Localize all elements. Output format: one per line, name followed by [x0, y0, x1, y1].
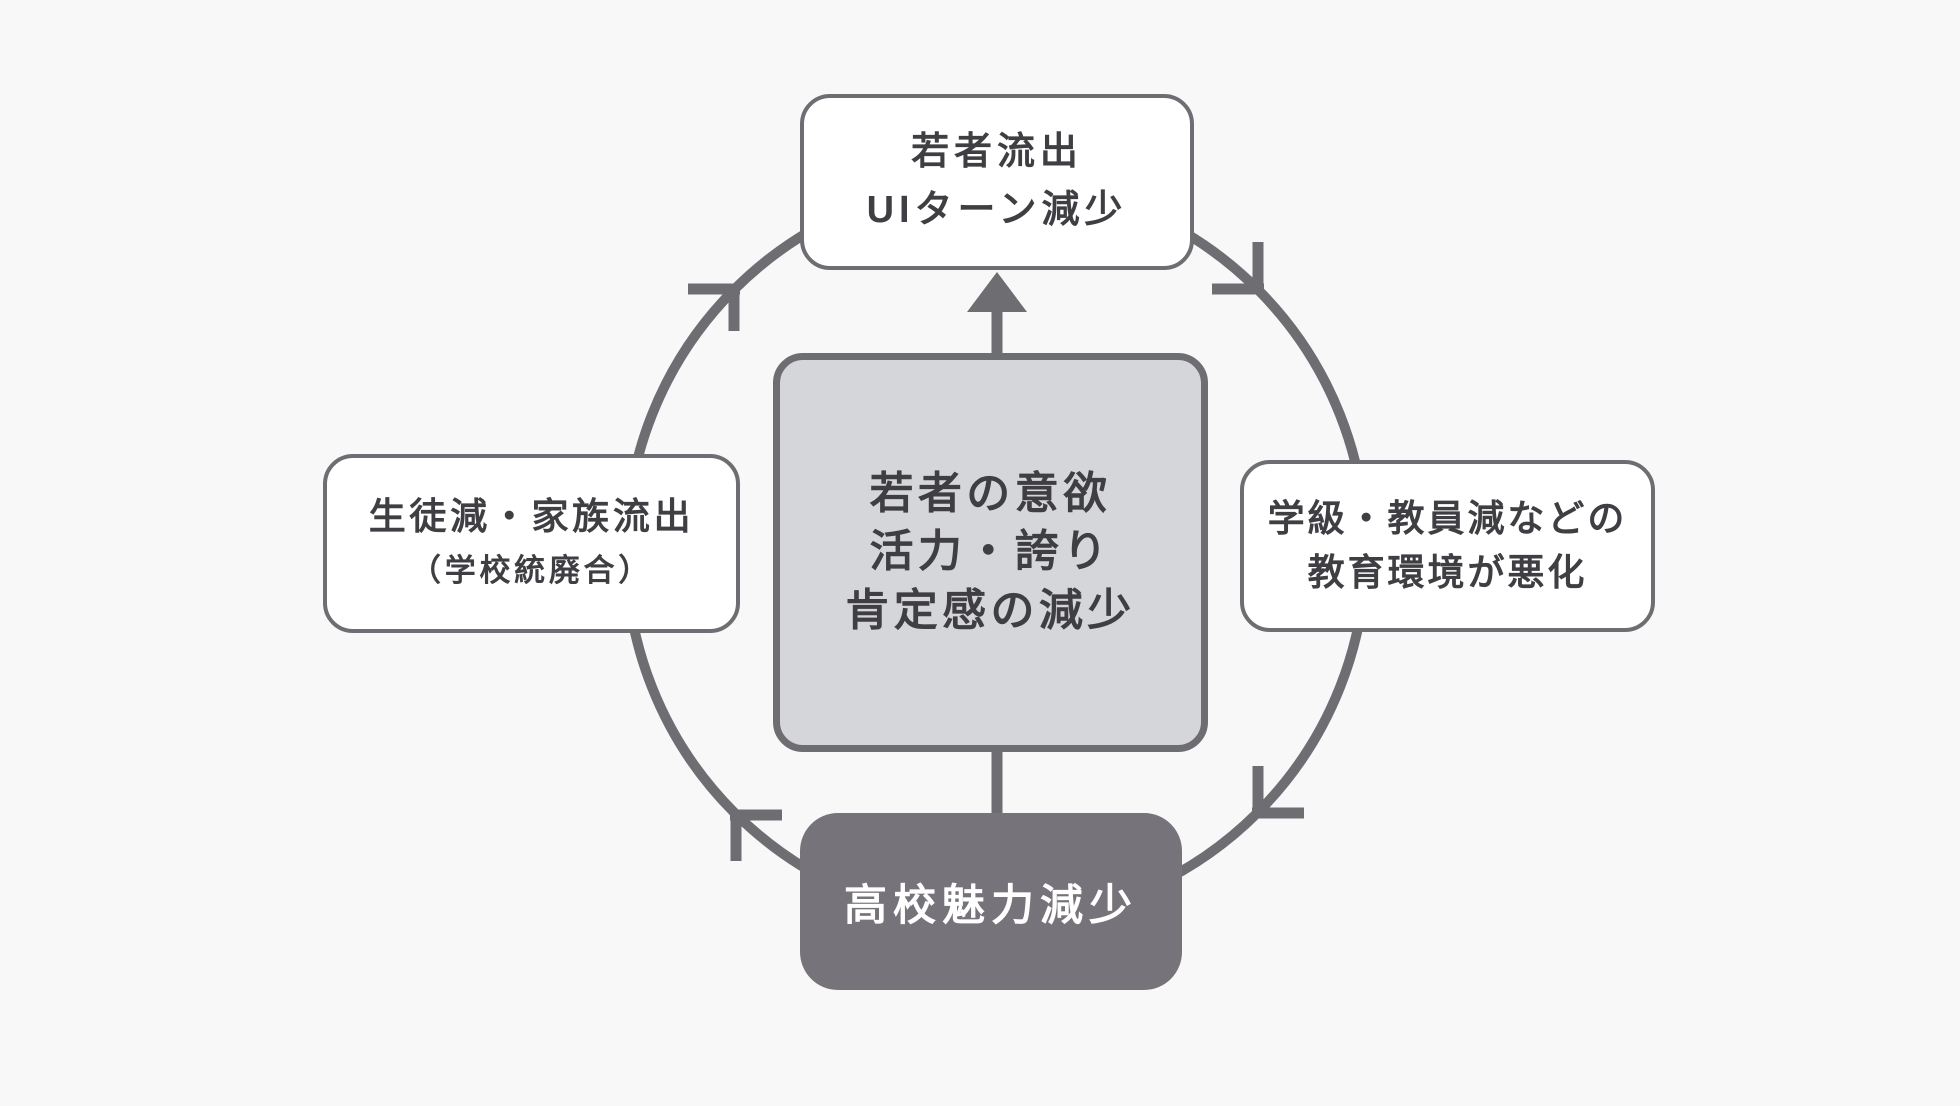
node-label: 肯定感の減少: [845, 585, 1136, 635]
node-label: 活力・誇り: [869, 527, 1112, 577]
node-education-environment: 学級・教員減などの 教育環境が悪化: [1240, 460, 1655, 632]
node-student-family-outflow: 生徒減・家族流出 （学校統廃合）: [323, 454, 740, 633]
node-youth-outflow: 若者流出 UIターン減少: [800, 94, 1194, 270]
node-label: 生徒減・家族流出: [368, 496, 695, 538]
node-label: 高校魅力減少: [843, 881, 1139, 930]
center-to-top-arrow-icon: [967, 272, 1027, 355]
center-to-bottom-connector: [991, 750, 1003, 816]
node-label: 教育環境が悪化: [1307, 552, 1588, 593]
cycle-arrowhead-bottom-left-icon: [730, 809, 782, 861]
node-highschool-appeal-decline: 高校魅力減少: [800, 813, 1182, 990]
cycle-arrowhead-bottom-right-icon: [1252, 766, 1304, 819]
node-label: 学級・教員減などの: [1267, 498, 1628, 540]
node-sublabel: （学校統廃合）: [410, 552, 653, 588]
node-label: 若者流出: [911, 131, 1083, 174]
cycle-arrowhead-top-left-icon: [688, 283, 740, 331]
node-youth-motivation-decline: 若者の意欲 活力・誇り 肯定感の減少: [773, 353, 1208, 752]
cycle-arrowhead-top-right-icon: [1212, 242, 1264, 295]
node-label: 若者の意欲: [869, 469, 1112, 519]
node-label: UIターン減少: [866, 189, 1128, 231]
